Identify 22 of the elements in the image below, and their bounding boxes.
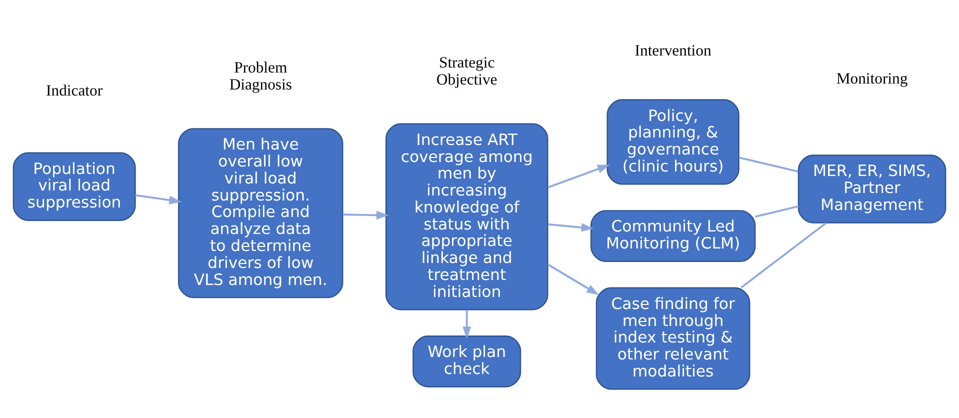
label: Problem Diagnosis [229,59,292,93]
label: Intervention [634,42,712,60]
arrow [548,164,610,188]
node-box: Increase ART coverage among men by increasing knowledge of status with appropriate linkage and treatment initiation [385,122,548,310]
connector [755,204,799,218]
arrow [548,263,599,294]
arrow [462,309,472,338]
label: Strategic Objective [436,54,498,88]
arrow [548,222,594,232]
connector [740,222,827,288]
node-box: Men have overall low viral load suppression. Compile and analyze data to determine drivers of low VLS among men. [178,128,344,298]
arrow [342,210,389,219]
label: Monitoring [836,70,908,87]
node-box: Work plan check [412,335,522,387]
label: Indicator [46,82,103,99]
node-box: MER, ER, SIMS, Partner Management [798,154,946,223]
node-box: Population viral load suppression [12,152,136,220]
node-box: Community Led Monitoring (CLM) [590,210,756,262]
arrow [135,194,182,204]
connector [738,156,798,172]
node-box: Case finding for men through index testing & other relevant modalities [596,286,750,390]
node-box: Policy, planning, & governance (clinic hours) [606,98,740,184]
